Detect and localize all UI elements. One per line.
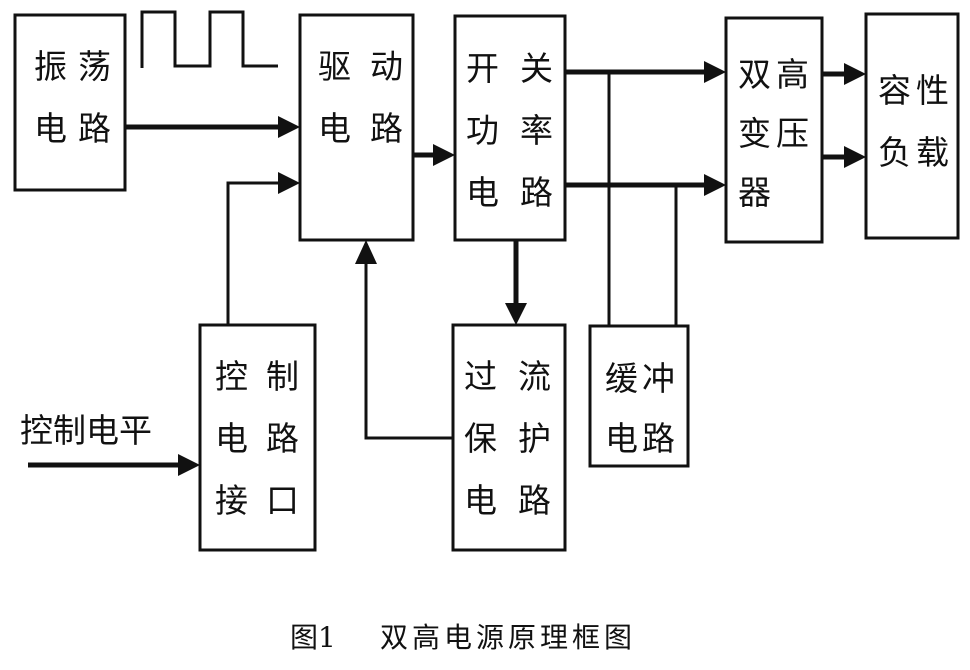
figure-caption: 双高电源原理框图 [380,621,636,654]
driver-char: 路 [370,109,403,148]
oscillator-char: 荡 [78,47,111,86]
power-switch-char: 电 [466,173,499,212]
control-interface-char: 路 [266,419,299,458]
arrow-head-icon [278,116,300,138]
buffer-char: 电 [605,419,638,458]
control-interface-char: 电 [215,419,248,458]
load-char: 容 [878,71,911,110]
square-wave-icon [140,10,278,68]
control-interface-char: 接 [215,481,248,520]
transformer-char: 双 [738,55,771,94]
overcurrent-char: 电 [464,481,497,520]
control-interface-block [198,323,317,552]
load-char: 性 [916,71,949,110]
overcurrent-char: 保 [464,419,497,458]
arrow-head-icon [355,240,377,264]
oscillator-block [13,13,127,192]
arrow-head-icon [178,454,200,476]
control-interface-char: 口 [266,481,299,520]
power-switch-char: 开 [466,49,499,88]
power-switch-char: 率 [520,111,553,150]
oscillator-char: 电 [34,109,67,148]
arrow-head-icon [844,146,866,168]
control-to-driver-line [226,181,280,325]
power-switch-char: 关 [520,49,553,88]
driver-char: 驱 [318,47,351,86]
buffer-block [588,324,690,468]
driver-char: 动 [370,47,403,86]
arrow-head-icon [844,63,866,85]
control-level-label: 控制电平 [20,411,152,450]
oscillator-char: 振 [34,47,67,86]
buffer-char: 缓 [605,359,638,398]
transformer-char: 变 [738,114,771,153]
oscillator-char: 路 [78,109,111,148]
arrow-head-icon [278,172,300,194]
arrow-head-icon [505,303,527,325]
driver-block [298,13,415,242]
buffer-char: 路 [642,419,675,458]
transformer-block [724,16,824,244]
driver-char: 电 [318,109,351,148]
figure-number: 图1 [290,621,336,654]
arrow-head-icon [704,61,726,83]
power-switch-char: 功 [466,111,499,150]
power-switch-char: 路 [520,173,553,212]
power-switch-block [453,14,567,242]
overcurrent-block [451,323,567,552]
load-char: 载 [916,133,949,172]
transformer-char: 高 [776,55,809,94]
control-interface-char: 制 [266,357,299,396]
load-block [864,12,960,240]
overcurrent-char: 护 [518,419,551,458]
overcurrent-char: 流 [518,357,551,396]
overcurrent-char: 路 [518,481,551,520]
arrow-head-icon [704,174,726,196]
arrow-head-icon [433,144,455,166]
transformer-char: 压 [776,114,809,153]
transformer-char: 器 [738,173,771,212]
buffer-char: 冲 [642,359,675,398]
overcurrent-char: 过 [464,357,497,396]
load-char: 负 [878,133,911,172]
control-interface-char: 控 [215,357,248,396]
overcurrent-feedback-line [364,262,453,440]
